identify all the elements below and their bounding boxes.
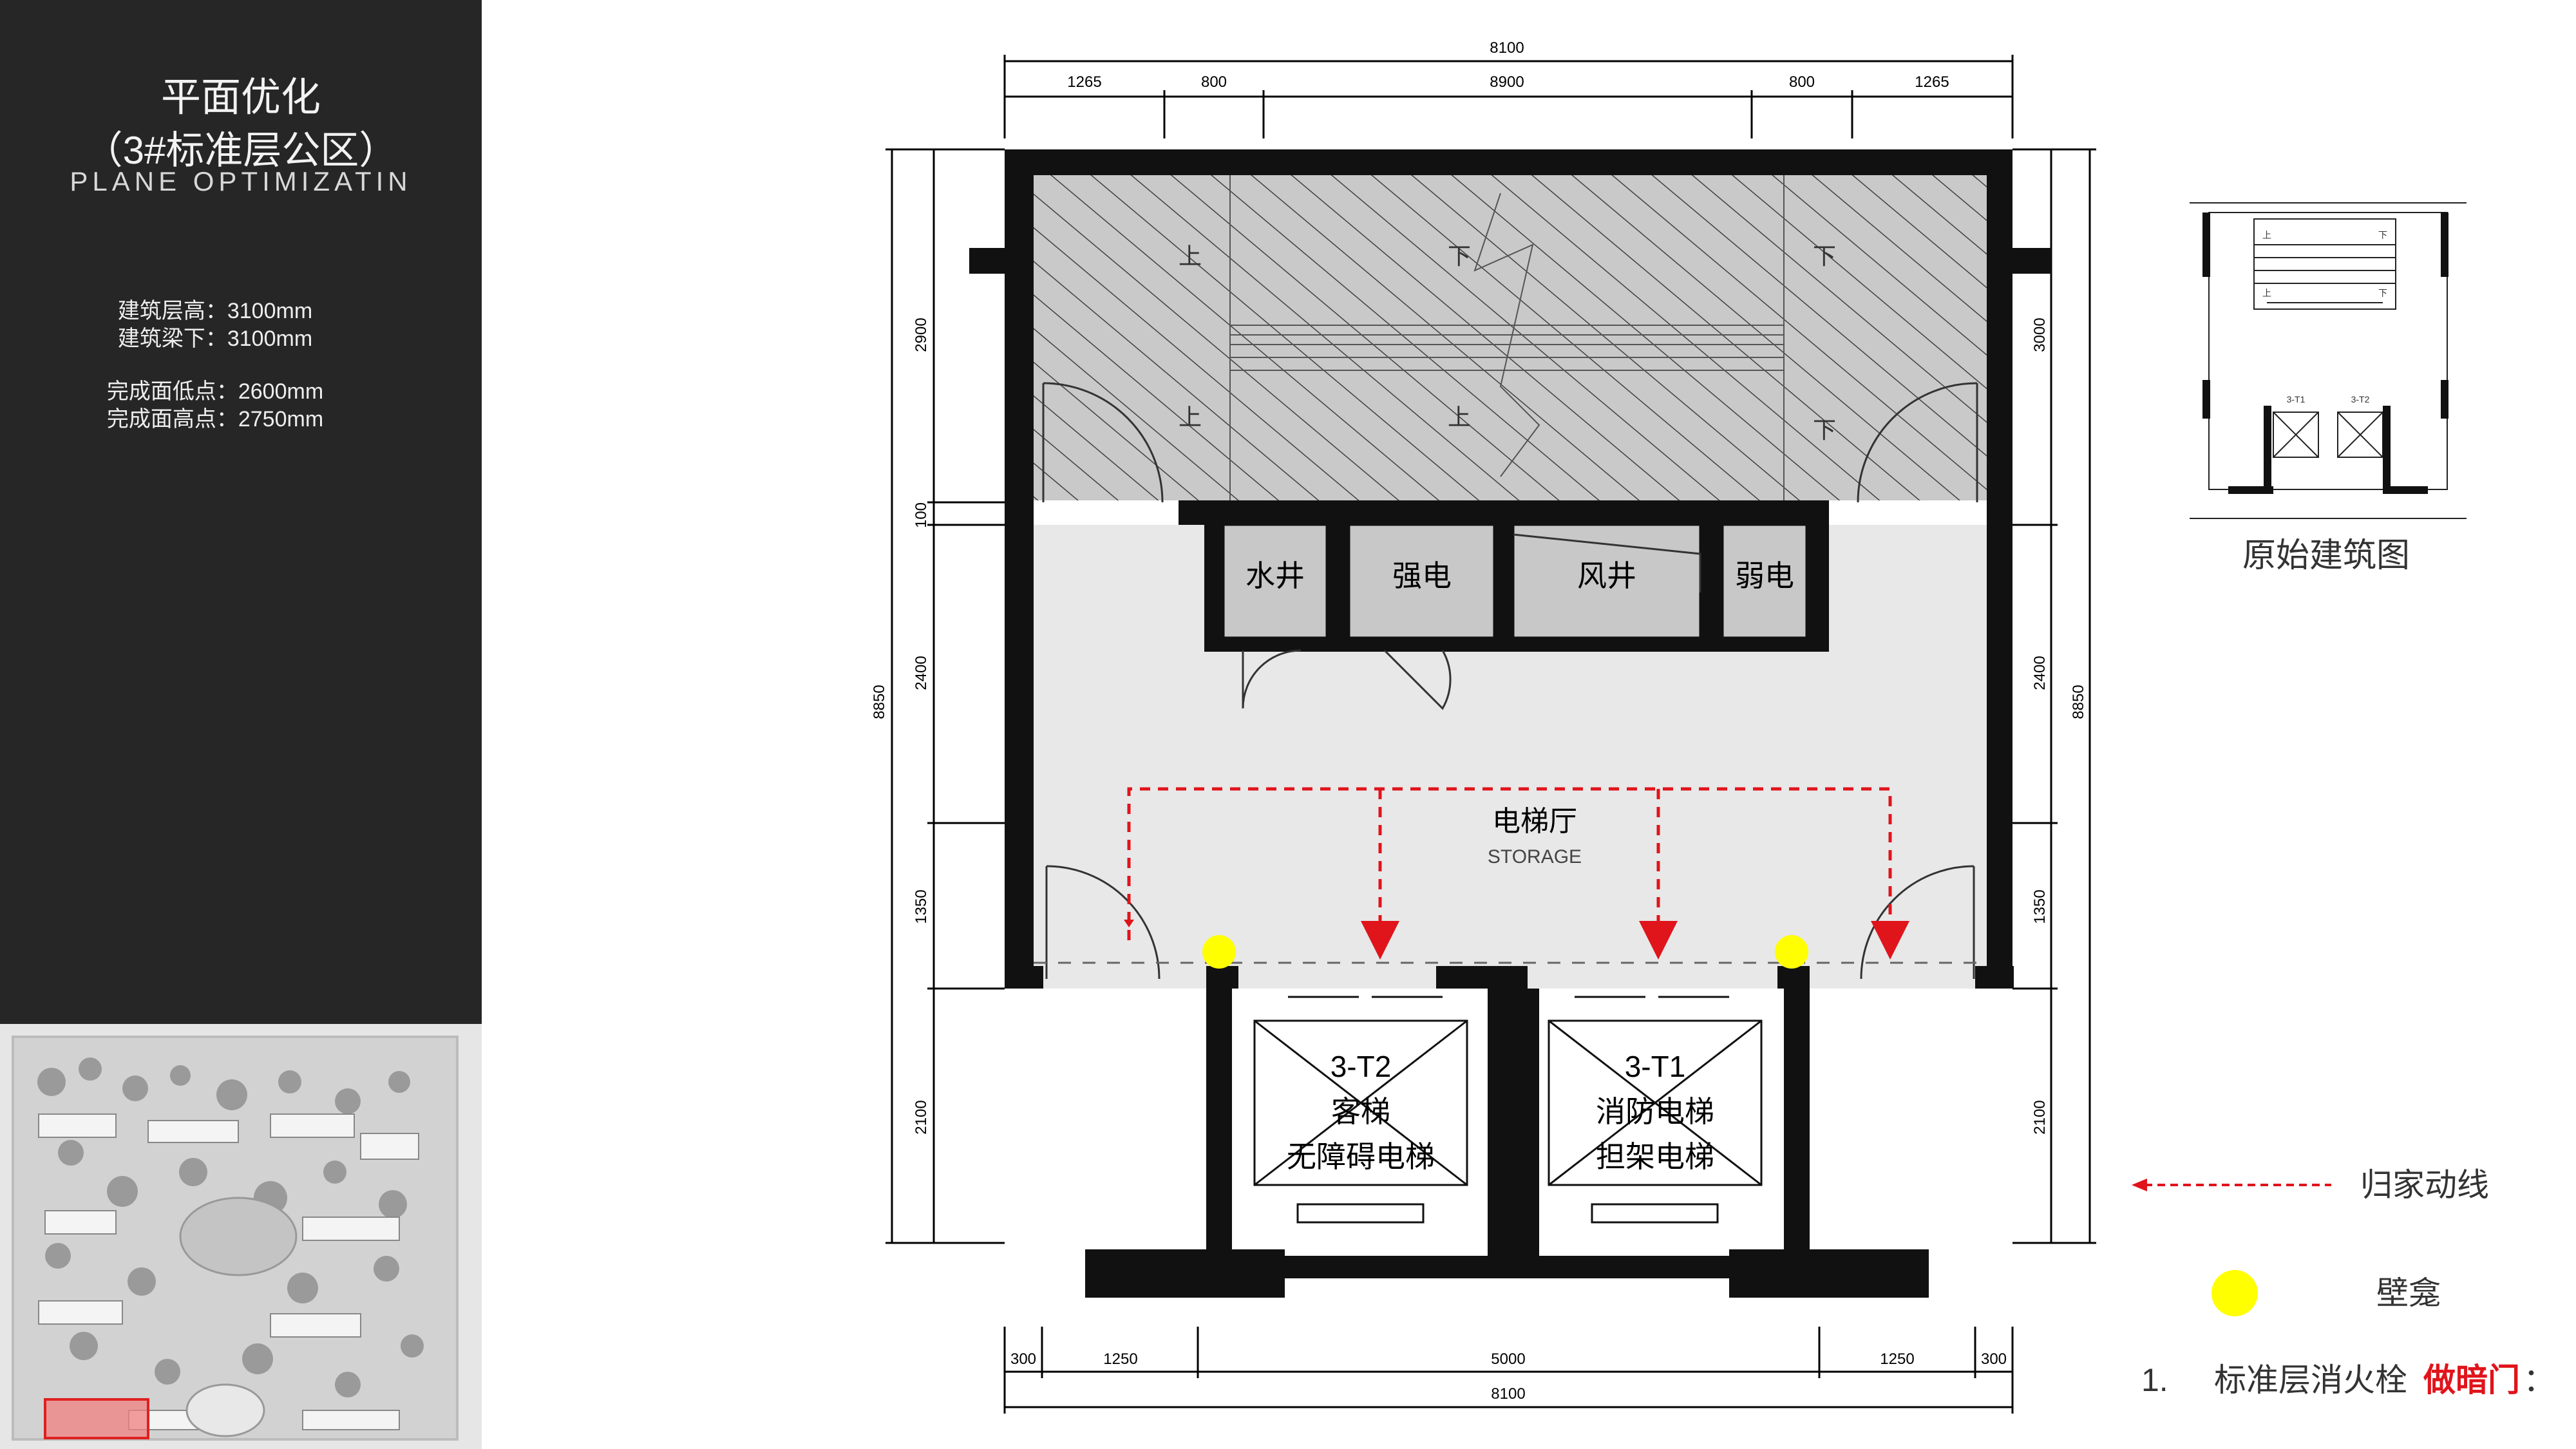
stair-hatch [1030,175,1987,500]
elevator-cars [1253,996,1763,1224]
legend-niche: 壁龛 [2211,1270,2441,1316]
dim-right-total: 8850 [2070,685,2087,719]
dim-top-3: 8900 [1490,73,1524,91]
dimension-lines-left [886,148,1005,1244]
route-arrowhead [1124,920,1134,927]
dim-bottom-1: 300 [1010,1350,1036,1368]
legend-route: 归家动线 [2132,1167,2489,1203]
shaft-air: 风井 [1577,559,1636,592]
stair-mark-up-2: 上 [1179,404,1202,430]
niche-marker-left [1202,935,1236,969]
stair-marks: 上 上 下 下 下 上 [1179,243,1836,443]
dim-right-2: 2400 [2031,656,2049,690]
dimension-lines-top [1003,55,2014,138]
dim-bottom-5: 300 [1981,1350,2007,1368]
elevator-t1-type: 消防电梯 [1596,1095,1714,1128]
original-drawing-thumbnail: 上 下 上 下 3-T1 3-T2 [2186,196,2470,525]
thumb-elevator-2: 3-T2 [2351,394,2370,404]
elevator-t1-stretcher: 担架电梯 [1596,1140,1714,1173]
dim-bottom-3: 5000 [1491,1350,1525,1368]
walls [969,149,2051,1298]
route-lines [1127,787,1909,960]
spec-finish-low: 完成面低点：2600mm [106,379,324,404]
stair-mark-down-1: 下 [1813,243,1836,269]
dim-left-2: 100 [913,502,930,528]
note-text: 标准层消火栓 [2214,1362,2407,1398]
elevator-t2-type: 客梯 [1331,1095,1390,1128]
spec-beam-height: 建筑梁下：3100mm [117,327,313,351]
dim-top-4: 800 [1789,73,1815,91]
dim-top-1: 1265 [1067,73,1101,91]
dim-top-5: 1265 [1915,73,1949,91]
hall-doors [1034,382,1987,980]
page-title: 平面优化 [160,75,321,120]
shaft-strong-electric: 强电 [1392,559,1452,592]
elevator-t2-accessibility: 无障碍电梯 [1287,1140,1435,1173]
shaft-water: 水井 [1245,559,1305,592]
hall-name-en: STORAGE [1488,846,1582,867]
thumb-mark-2: 下 [2378,230,2387,240]
dim-left-1: 2900 [913,317,930,352]
sidebar: 平面优化 （3#标准层公区） PLANE OPTIMIZATIN 建筑层高：31… [0,0,482,1024]
thumbnail-caption: 原始建筑图 [2242,537,2410,574]
dim-bottom-2: 1250 [1103,1350,1137,1368]
dim-top-total: 8100 [1490,39,1524,57]
stair-mark-down-3: 下 [1448,243,1471,269]
dim-left-5: 2100 [913,1100,930,1134]
thumb-elevator-1: 3-T1 [2287,394,2306,404]
thumb-mark-3: 上 [2262,288,2271,298]
legend-route-arrow [2132,1179,2147,1191]
dimension-lines-bottom [1003,1327,2014,1414]
legend-niche-label: 壁龛 [2376,1275,2441,1311]
dim-right-4: 2100 [2031,1100,2049,1134]
spec-floor-height: 建筑层高：3100mm [117,299,313,323]
stair-mark-up-3: 上 [1448,404,1471,430]
stair-mark-down-2: 下 [1813,417,1836,443]
dimension-lines-right [2012,148,2096,1244]
thumb-mark-4: 下 [2378,288,2387,298]
elevator-t2-code: 3-T2 [1331,1050,1392,1083]
dim-bottom-total: 8100 [1491,1385,1525,1403]
shaft-weak-electric: 弱电 [1735,559,1794,592]
english-title: PLANE OPTIMIZATIN [70,166,412,196]
page-subtitle: （3#标准层公区） [84,129,398,172]
dim-left-3: 2400 [913,656,930,690]
note-tail: ： [2523,1362,2555,1398]
stair-treads [1229,175,1785,500]
niche-marker-right [1775,935,1808,969]
legend-route-label: 归家动线 [2360,1167,2489,1203]
spec-finish-high: 完成面高点：2750mm [106,407,324,431]
hydrant-note: 1. 标准层消火栓 做暗门 ： [2141,1362,2555,1398]
hall-name: 电梯厅 [1492,806,1577,837]
thumb-mark-1: 上 [2262,230,2271,240]
dim-left-total: 8850 [871,685,888,719]
elevator-t1-code: 3-T1 [1625,1050,1686,1083]
dim-left-4: 1350 [913,889,930,923]
dim-right-3: 1350 [2031,889,2049,923]
legend-niche-marker [2211,1270,2258,1316]
shaft-doors [1242,533,1701,710]
dim-bottom-4: 1250 [1880,1350,1914,1368]
note-number: 1. [2141,1362,2168,1398]
site-plan-image [0,1024,482,1449]
dim-top-2: 800 [1201,73,1227,91]
dim-right-1: 3000 [2031,317,2049,352]
note-highlight: 做暗门 [2423,1362,2520,1398]
stair-mark-up-1: 上 [1179,243,1202,269]
